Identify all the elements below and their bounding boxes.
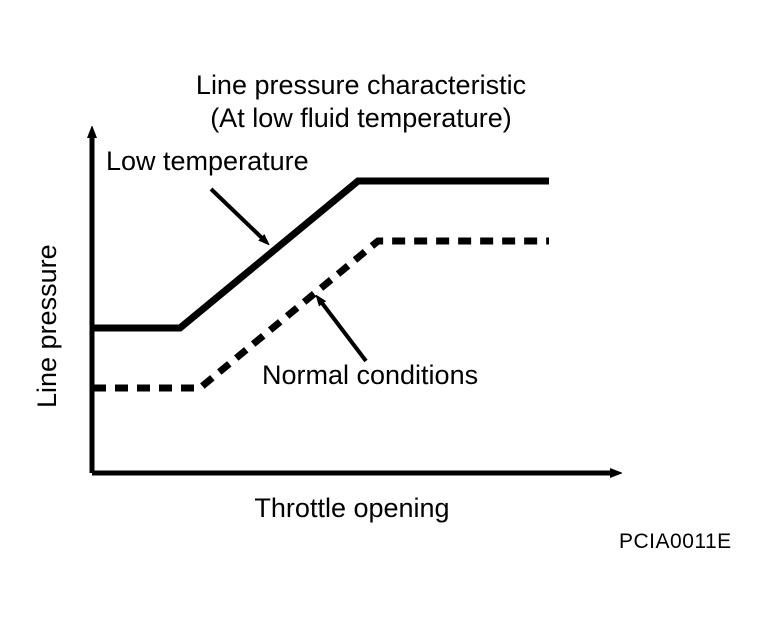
series-line-low-temperature <box>93 177 549 332</box>
x-axis-label: Throttle opening <box>254 493 450 523</box>
series-label-normal-conditions: Normal conditions <box>262 360 479 390</box>
annotation-arrow-low-temperature <box>209 187 262 238</box>
series-label-low-temperature: Low temperature <box>106 146 309 176</box>
annotation-arrow-normal-conditions <box>322 303 368 363</box>
figure-reference-code: PCIA0011E <box>619 530 732 553</box>
y-axis-label: Line pressure <box>32 244 62 408</box>
chart-title-line-1: Line pressure characteristic <box>195 70 527 100</box>
series-line-normal-conditions <box>93 237 549 392</box>
chart-title-line-2: (At low fluid temperature) <box>210 103 512 133</box>
